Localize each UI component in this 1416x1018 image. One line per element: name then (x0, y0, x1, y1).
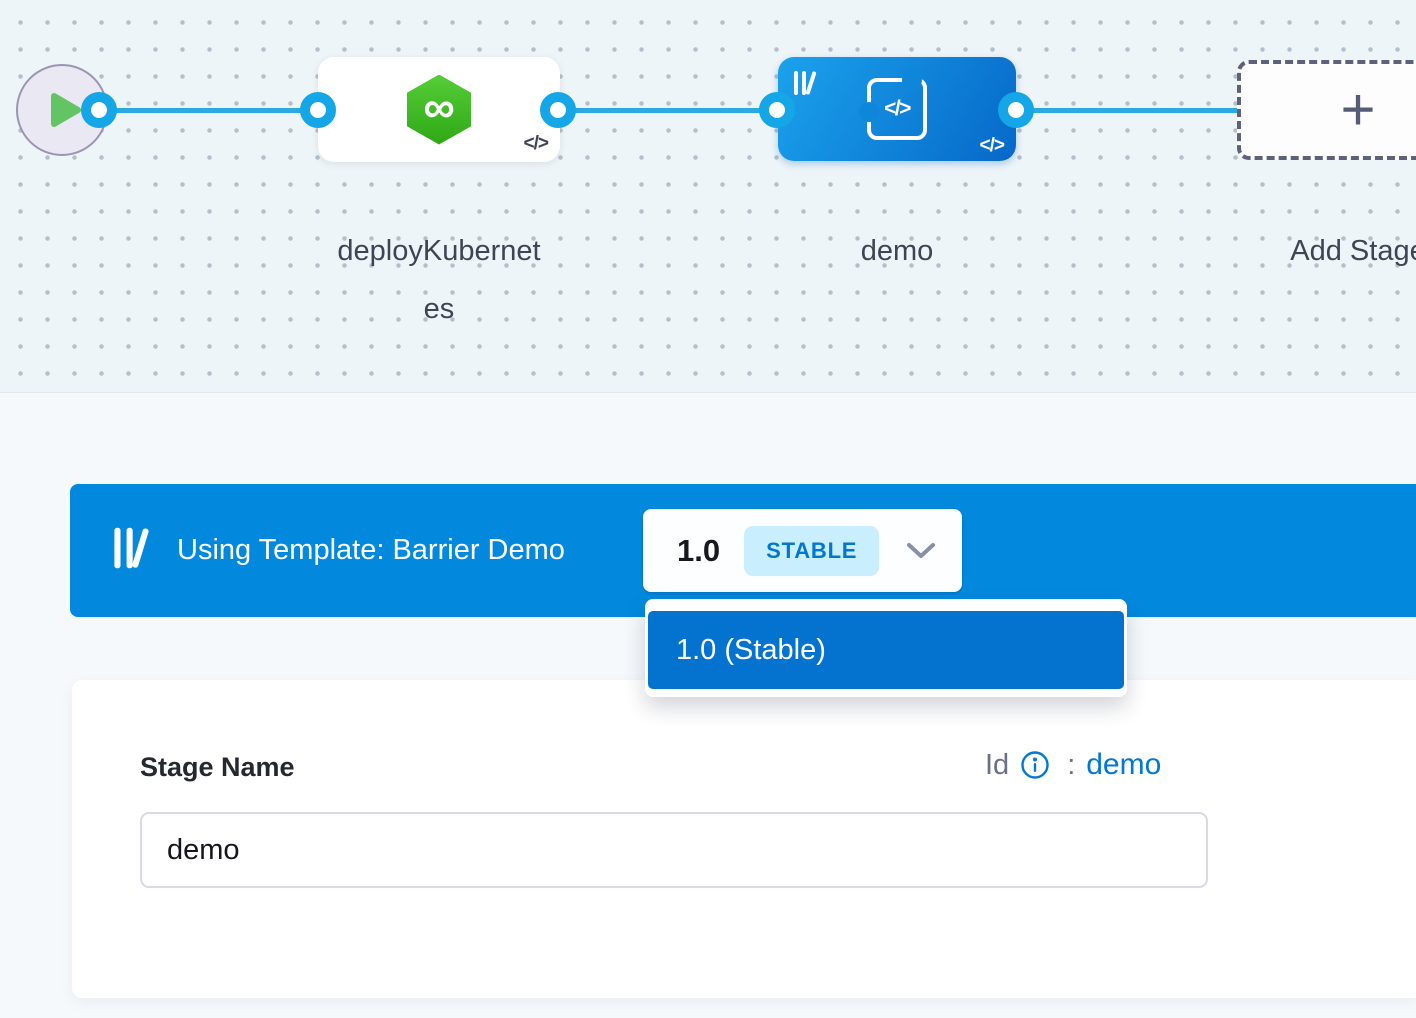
connector-line (99, 108, 319, 113)
pipeline-canvas[interactable]: ∞ </> </> </> + deployKubernet es demo A… (0, 0, 1416, 393)
stage-id-row: Id : demo (985, 748, 1161, 782)
version-number: 1.0 (677, 532, 721, 568)
code-icon[interactable]: </> (523, 133, 550, 154)
id-label: Id (985, 748, 1010, 781)
connector-line (558, 108, 779, 113)
stage-label-demo: demo (860, 235, 934, 267)
version-dropdown-menu: 1.0 (Stable) (645, 599, 1127, 697)
chevron-down-icon (905, 542, 937, 560)
stage-node-demo[interactable]: </> </> (778, 57, 1016, 161)
info-icon[interactable] (1020, 750, 1050, 780)
version-dropdown-option[interactable]: 1.0 (Stable) (648, 611, 1124, 689)
stage-node-deploy-kubernetes[interactable]: ∞ </> (318, 57, 560, 162)
node-port[interactable] (81, 92, 117, 128)
code-icon[interactable]: </> (979, 135, 1006, 156)
using-template-label: Using Template: Barrier Demo (177, 534, 565, 566)
add-stage-button[interactable]: + (1237, 60, 1416, 160)
stage-name-input[interactable] (140, 812, 1208, 888)
code-icon: </> (884, 97, 911, 120)
node-port[interactable] (540, 92, 576, 128)
stable-badge: STABLE (744, 525, 880, 576)
icon-notch (902, 70, 922, 90)
node-port[interactable] (300, 92, 336, 128)
connector-line (1016, 108, 1239, 113)
node-port[interactable] (759, 92, 795, 128)
id-colon: : (1067, 748, 1076, 781)
stage-label-add: Add Stage (1290, 235, 1416, 267)
stage-name-label: Stage Name (140, 752, 295, 782)
stage-label-deploy: deployKubernet es (337, 235, 541, 325)
icon-notch (859, 102, 879, 122)
template-library-icon (113, 525, 151, 576)
template-version-select[interactable]: 1.0 STABLE (643, 509, 962, 592)
node-port[interactable] (998, 92, 1034, 128)
deploy-stage-icon: ∞ (407, 74, 471, 145)
custom-stage-icon: </> (859, 70, 927, 140)
template-library-icon (793, 70, 821, 101)
infinity-icon: ∞ (423, 82, 455, 132)
play-icon (50, 93, 81, 127)
stage-id-value: demo (1086, 748, 1162, 781)
